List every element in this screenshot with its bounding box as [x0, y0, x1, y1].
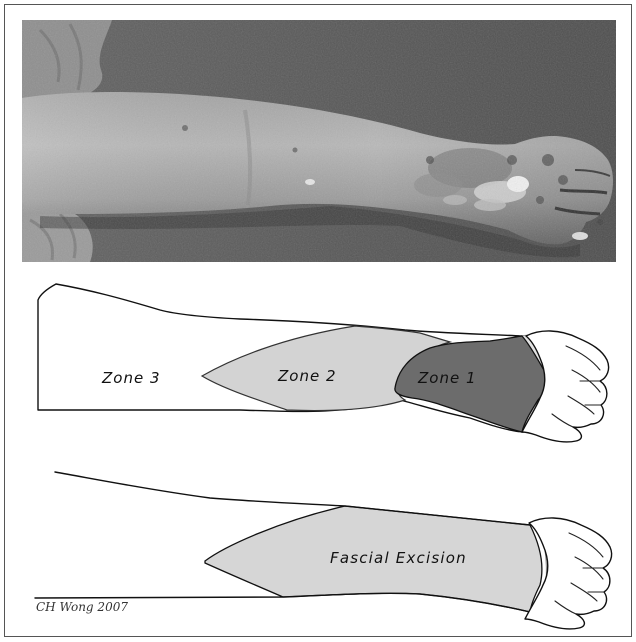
arm-photo: [22, 20, 616, 262]
excision-arm-top-outline: [55, 472, 530, 525]
fascial-excision-label: Fascial Excision: [330, 549, 467, 567]
artist-signature: CH Wong 2007: [36, 600, 128, 614]
zone-3-label: Zone 3: [101, 369, 161, 387]
zone-2-label: Zone 2: [277, 367, 337, 385]
zone-1-label: Zone 1: [417, 369, 477, 387]
zones-diagram: Zone 3 Zone 2 Zone 1: [38, 284, 609, 442]
photo-grain: [22, 20, 616, 262]
